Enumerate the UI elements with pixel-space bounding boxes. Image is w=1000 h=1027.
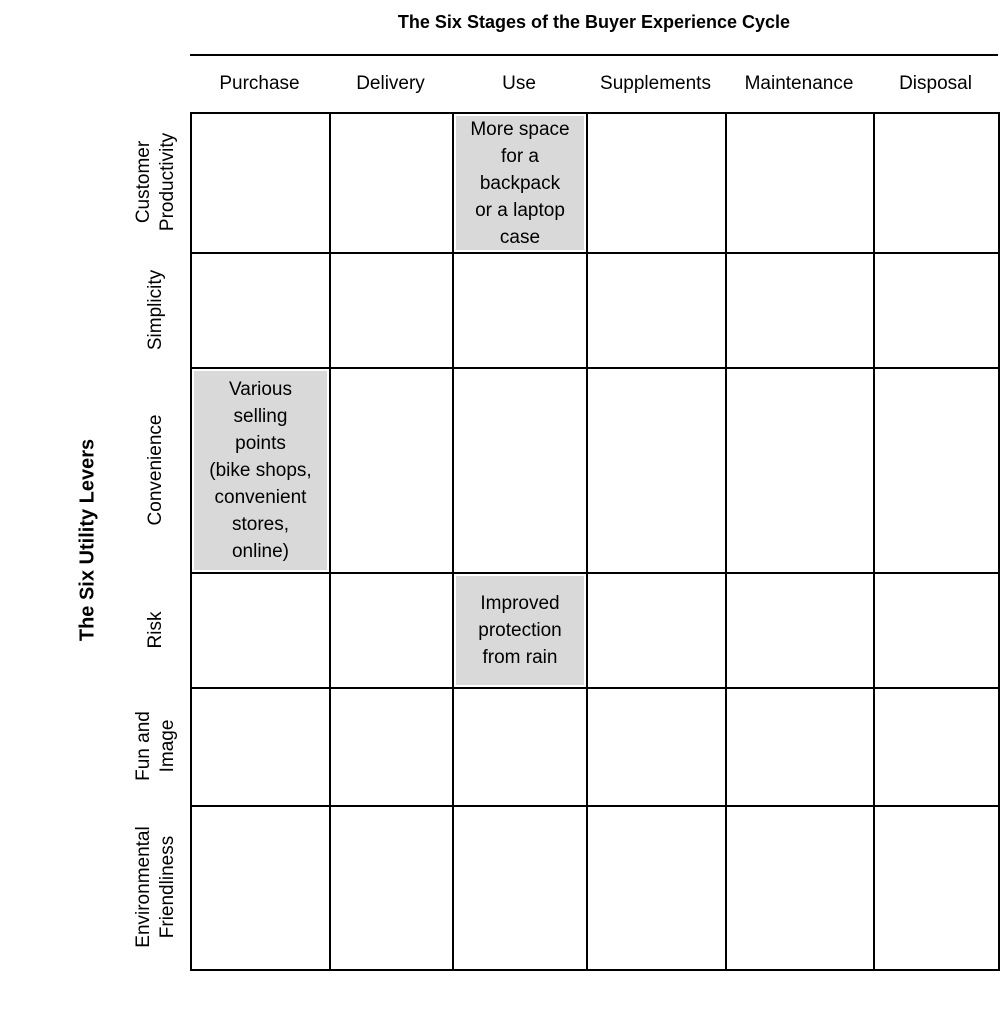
cell-r6-c3 [454, 807, 588, 971]
note-rain-protection: Improved protection from rain [456, 576, 584, 685]
cell-r5-c2 [331, 689, 454, 807]
cell-r3-c4 [588, 369, 727, 574]
cell-r2-c5 [727, 254, 875, 369]
cell-r6-c1 [192, 807, 331, 971]
cell-r3-c3 [454, 369, 588, 574]
cell-r5-c4 [588, 689, 727, 807]
row-label-environmental-friendliness: Environmental Friendliness [133, 826, 178, 948]
column-header-supplements: Supplements [600, 73, 711, 94]
row-label-simplicity: Simplicity [145, 269, 166, 351]
cell-r4-c6 [875, 574, 1000, 689]
cell-r2-c1 [192, 254, 331, 369]
row-label-risk: Risk [145, 611, 166, 649]
cell-r5-c5 [727, 689, 875, 807]
cell-r5-c6 [875, 689, 1000, 807]
column-header-purchase: Purchase [219, 73, 300, 94]
cell-r1-c5 [727, 114, 875, 254]
cell-r1-c3: More space for a backpack or a laptop ca… [454, 114, 588, 254]
cell-r5-c3 [454, 689, 588, 807]
cell-r2-c6 [875, 254, 1000, 369]
cell-r6-c2 [331, 807, 454, 971]
cell-r2-c2 [331, 254, 454, 369]
cell-r1-c1 [192, 114, 331, 254]
cell-r6-c6 [875, 807, 1000, 971]
cell-r2-c3 [454, 254, 588, 369]
cell-r3-c5 [727, 369, 875, 574]
column-header-maintenance: Maintenance [744, 73, 854, 94]
cell-r4-c2 [331, 574, 454, 689]
cell-r1-c4 [588, 114, 727, 254]
row-label-customer-productivity: Customer Productivity [133, 132, 178, 232]
cell-r4-c3: Improved protection from rain [454, 574, 588, 689]
cell-r4-c5 [727, 574, 875, 689]
y-axis-title: The Six Utility Levers [76, 438, 99, 642]
note-more-space: More space for a backpack or a laptop ca… [456, 116, 584, 250]
column-header-use: Use [502, 73, 536, 94]
cell-r6-c5 [727, 807, 875, 971]
cell-r6-c4 [588, 807, 727, 971]
column-headers: Purchase Delivery Use Supplements Mainte… [190, 56, 998, 112]
matrix-grid: More space for a backpack or a laptop ca… [190, 112, 1000, 971]
cell-r5-c1 [192, 689, 331, 807]
x-axis-title: The Six Stages of the Buyer Experience C… [397, 12, 791, 32]
cell-r3-c6 [875, 369, 1000, 574]
cell-r1-c6 [875, 114, 1000, 254]
row-label-fun-and-image: Fun and Image [133, 711, 178, 781]
row-label-convenience: Convenience [145, 414, 166, 526]
title-underline [190, 54, 998, 56]
cell-r4-c4 [588, 574, 727, 689]
cell-r1-c2 [331, 114, 454, 254]
column-header-delivery: Delivery [356, 73, 425, 94]
cell-r3-c1: Various selling points (bike shops, conv… [192, 369, 331, 574]
cell-r4-c1 [192, 574, 331, 689]
note-selling-points: Various selling points (bike shops, conv… [194, 371, 327, 570]
column-header-disposal: Disposal [899, 73, 972, 94]
cell-r2-c4 [588, 254, 727, 369]
cell-r3-c2 [331, 369, 454, 574]
